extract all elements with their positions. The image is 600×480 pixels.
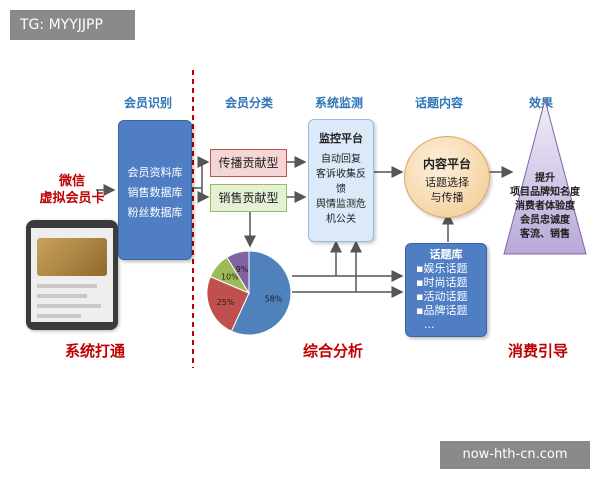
virtual-member-card-label: 虚拟会员卡 (39, 191, 105, 206)
spread-contribution-box: 传播贡献型 (210, 149, 287, 177)
effect-line: 消费者体验度 (515, 201, 575, 212)
db-sales: 销售数据库 (127, 186, 183, 199)
db-member-profile: 会员资料库 (127, 166, 183, 179)
label-consumption-guidance: 消费引导 (507, 342, 568, 360)
label-comprehensive-analysis: 综合分析 (302, 342, 363, 360)
topic-item-fashion: ▪时尚话题 (416, 276, 468, 289)
header-topic-content: 话题内容 (414, 96, 463, 110)
effect-line: 项目品牌知名度 (510, 187, 580, 198)
member-pie-chart: 58% 25% 10%9% (206, 250, 292, 336)
monitor-line: 舆情监测危 (316, 199, 366, 210)
member-card-image (37, 238, 107, 276)
phone-screen (31, 228, 113, 322)
wechat-label: 微信 (58, 174, 85, 189)
pie-slice-label: 25% (217, 298, 235, 307)
monitor-line: 客诉收集反 (316, 169, 366, 180)
label-system-integration: 系统打通 (64, 342, 125, 360)
topic-library-box: 话题库 ▪娱乐话题 ▪时尚话题 ▪活动话题 ▪品牌话题 ... (405, 243, 487, 337)
pie-slice (230, 250, 292, 336)
pie-slice (206, 275, 250, 332)
effect-line: 会员忠诚度 (520, 215, 570, 226)
triangle-shape (503, 98, 587, 255)
content-platform-circle: 内容平台 话题选择 与传播 (404, 136, 490, 218)
effect-line: 提升 (535, 173, 555, 184)
screen-line (37, 314, 81, 318)
watermark: now-hth-cn.com (440, 441, 590, 469)
header-member-classification: 会员分类 (224, 96, 273, 110)
screen-line (37, 294, 87, 298)
effect-triangle (503, 98, 587, 255)
monitor-line: 自动回复 (321, 154, 361, 165)
pie-slice (226, 250, 250, 295)
phone-illustration (26, 220, 118, 330)
header-member-identification: 会员识别 (123, 96, 172, 110)
topic-library-title: 话题库 (429, 248, 463, 261)
content-platform-title: 内容平台 (422, 157, 471, 171)
pie-slice-label: 9% (236, 265, 249, 274)
sales-contribution-box: 销售贡献型 (210, 184, 287, 212)
monitoring-platform-box: 监控平台 自动回复 客诉收集反 馈 舆情监测危 机公关 (308, 119, 374, 242)
topic-item-brand: ▪品牌话题 (416, 304, 468, 317)
topic-item-more: ... (424, 318, 435, 331)
header-system-monitoring: 系统监测 (314, 96, 363, 110)
monitoring-platform-title: 监控平台 (319, 132, 363, 145)
db-fans: 粉丝数据库 (127, 206, 183, 219)
databases-box: 会员资料库 销售数据库 粉丝数据库 (118, 120, 192, 260)
effect-line: 客流、销售 (520, 229, 570, 240)
screen-line (37, 304, 101, 308)
content-platform-line: 话题选择 (425, 176, 469, 189)
monitor-line: 机公关 (326, 214, 356, 225)
pie-slice-label: 58% (265, 294, 283, 303)
content-platform-line: 与传播 (430, 191, 464, 204)
topic-item-entertainment: ▪娱乐话题 (416, 262, 468, 275)
tg-tag: TG: MYYJJPP (10, 10, 135, 40)
topic-item-activity: ▪活动话题 (416, 290, 468, 303)
pie-slice-label: 10% (221, 273, 239, 282)
effect-text: 提升 项目品牌知名度 消费者体验度 会员忠诚度 客流、销售 (500, 172, 590, 242)
screen-line (37, 284, 97, 288)
monitor-line: 馈 (336, 184, 346, 195)
wechat-card-label: 微信 虚拟会员卡 (24, 173, 120, 207)
